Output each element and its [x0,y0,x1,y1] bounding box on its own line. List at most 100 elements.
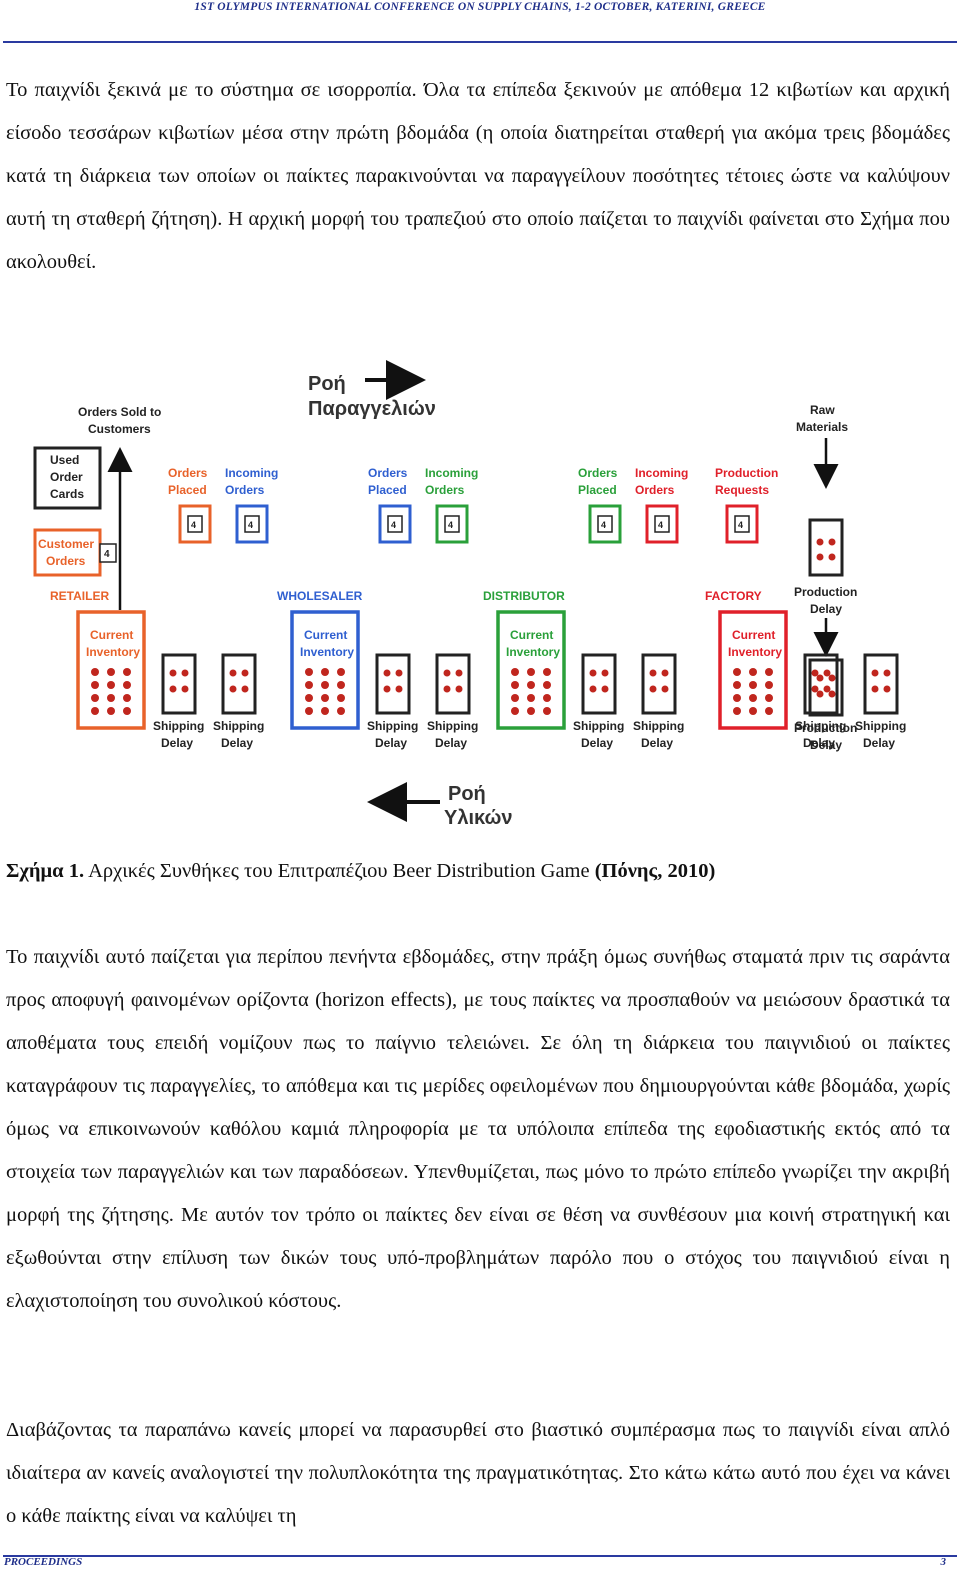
top-card-label-2: Requests [715,483,769,497]
used-order-cards-box [33,446,102,510]
inventory-unit [321,681,329,689]
order-slot [178,504,212,544]
order-card-value: 4 [191,520,196,530]
top-card-label-2: Orders [425,483,465,497]
inventory-unit [527,681,535,689]
production-effects-label-2: Delay [810,738,842,752]
materials-label: Materials [796,420,848,434]
inventory-unit [107,694,115,702]
inventory-unit [527,707,535,715]
shipping-delay-box [641,653,677,715]
footer-proceedings: PROCEEDINGS [4,1556,83,1568]
inventory-unit [123,681,131,689]
shipment-unit [169,669,177,677]
material-flow-label: Ροή [448,783,486,805]
current-inventory-box [76,610,146,730]
current-inventory-box [290,610,360,730]
footer-rule [3,1555,957,1557]
caption-source: (Πόνης, 2010) [594,860,716,882]
raw-label: Raw [810,403,835,417]
inventory-unit [733,668,741,676]
order-card-value: 4 [391,520,396,530]
shipment-unit [455,669,463,677]
shipping-delay-label: Shipping [213,719,264,733]
order-card-value: 4 [601,520,606,530]
inventory-unit [337,668,345,676]
customer-label: Customer [38,537,94,551]
shipment-unit [181,669,189,677]
shipment-unit [823,669,831,677]
raw-delay-box [808,518,844,577]
order-card-value: 4 [248,520,253,530]
orders-sold-label: Orders Sold to [78,405,161,419]
order-card [387,515,403,533]
shipment-unit [383,669,391,677]
order-slot [378,504,412,544]
current-inventory-label-2: Inventory [728,645,782,659]
shipment-unit [589,669,597,677]
inventory-unit [107,681,115,689]
inventory-unit [123,707,131,715]
shipment-unit [811,685,819,693]
order-slot [235,504,269,544]
shipment-unit [169,685,177,693]
shipment-unit [395,669,403,677]
shipment-unit [883,685,891,693]
order-card [444,515,460,533]
inventory-unit [337,694,345,702]
shipping-delay-label-2: Delay [435,736,467,750]
inventory-unit [733,694,741,702]
current-inventory-label-2: Inventory [506,645,560,659]
paragraph-intro: Το παιχνίδι ξεκινά με το σύστημα σε ισορ… [6,79,950,273]
shipping-delay-label: Shipping [367,719,418,733]
current-inventory-label: Current [732,628,775,642]
orders-sold-label-2: Customers [88,422,151,436]
shipment-unit [443,685,451,693]
order-slot [645,504,679,544]
inventory-unit [511,681,519,689]
inventory-unit [511,694,519,702]
shipping-delay-box [221,653,257,715]
inventory-unit [511,707,519,715]
inventory-unit [749,707,757,715]
top-card-label: Incoming [225,466,278,480]
inventory-unit [543,707,551,715]
shipping-delay-box [161,653,197,715]
shipment-unit [241,669,249,677]
inventory-unit [765,707,773,715]
order-card [597,515,613,533]
shipment-unit [383,685,391,693]
paragraph-game-duration: Το παιχνίδι αυτό παίζεται για περίπου πε… [6,946,950,1312]
shipping-delay-label-2: Delay [863,736,895,750]
customer-orders-label: Orders [46,554,86,568]
shipment-unit [871,685,879,693]
shipping-delay-label: Shipping [153,719,204,733]
top-card-label-2: Orders [635,483,675,497]
inventory-unit [91,707,99,715]
order-card-value: 4 [658,520,663,530]
station-name: RETAILER [50,589,109,603]
shipping-delay-label-2: Delay [161,736,193,750]
paragraph-conclusion: Διαβάζοντας τα παραπάνω κανείς μπορεί να… [6,1419,950,1527]
order-card [654,515,670,533]
shipping-delay-label: Shipping [573,719,624,733]
inventory-unit [321,694,329,702]
inventory-unit [527,668,535,676]
inventory-unit [543,668,551,676]
figure-caption: Σχήμα 1. Αρχικές Συνθήκες του Επιτραπέζι… [6,851,715,891]
page-number: 3 [940,1556,947,1568]
inventory-unit [305,707,313,715]
inventory-unit [305,668,313,676]
shipping-delay-label-2: Delay [803,736,835,750]
top-card-label: Incoming [635,466,688,480]
inventory-unit [765,668,773,676]
shipment-unit [601,669,609,677]
shipping-delay-label-2: Delay [375,736,407,750]
inventory-unit [765,694,773,702]
inventory-unit [337,707,345,715]
shipping-delay-box [581,653,617,715]
shipping-delay-label-2: Delay [221,736,253,750]
shipment-unit [823,685,831,693]
shipping-delay-label: Shipping [855,719,906,733]
